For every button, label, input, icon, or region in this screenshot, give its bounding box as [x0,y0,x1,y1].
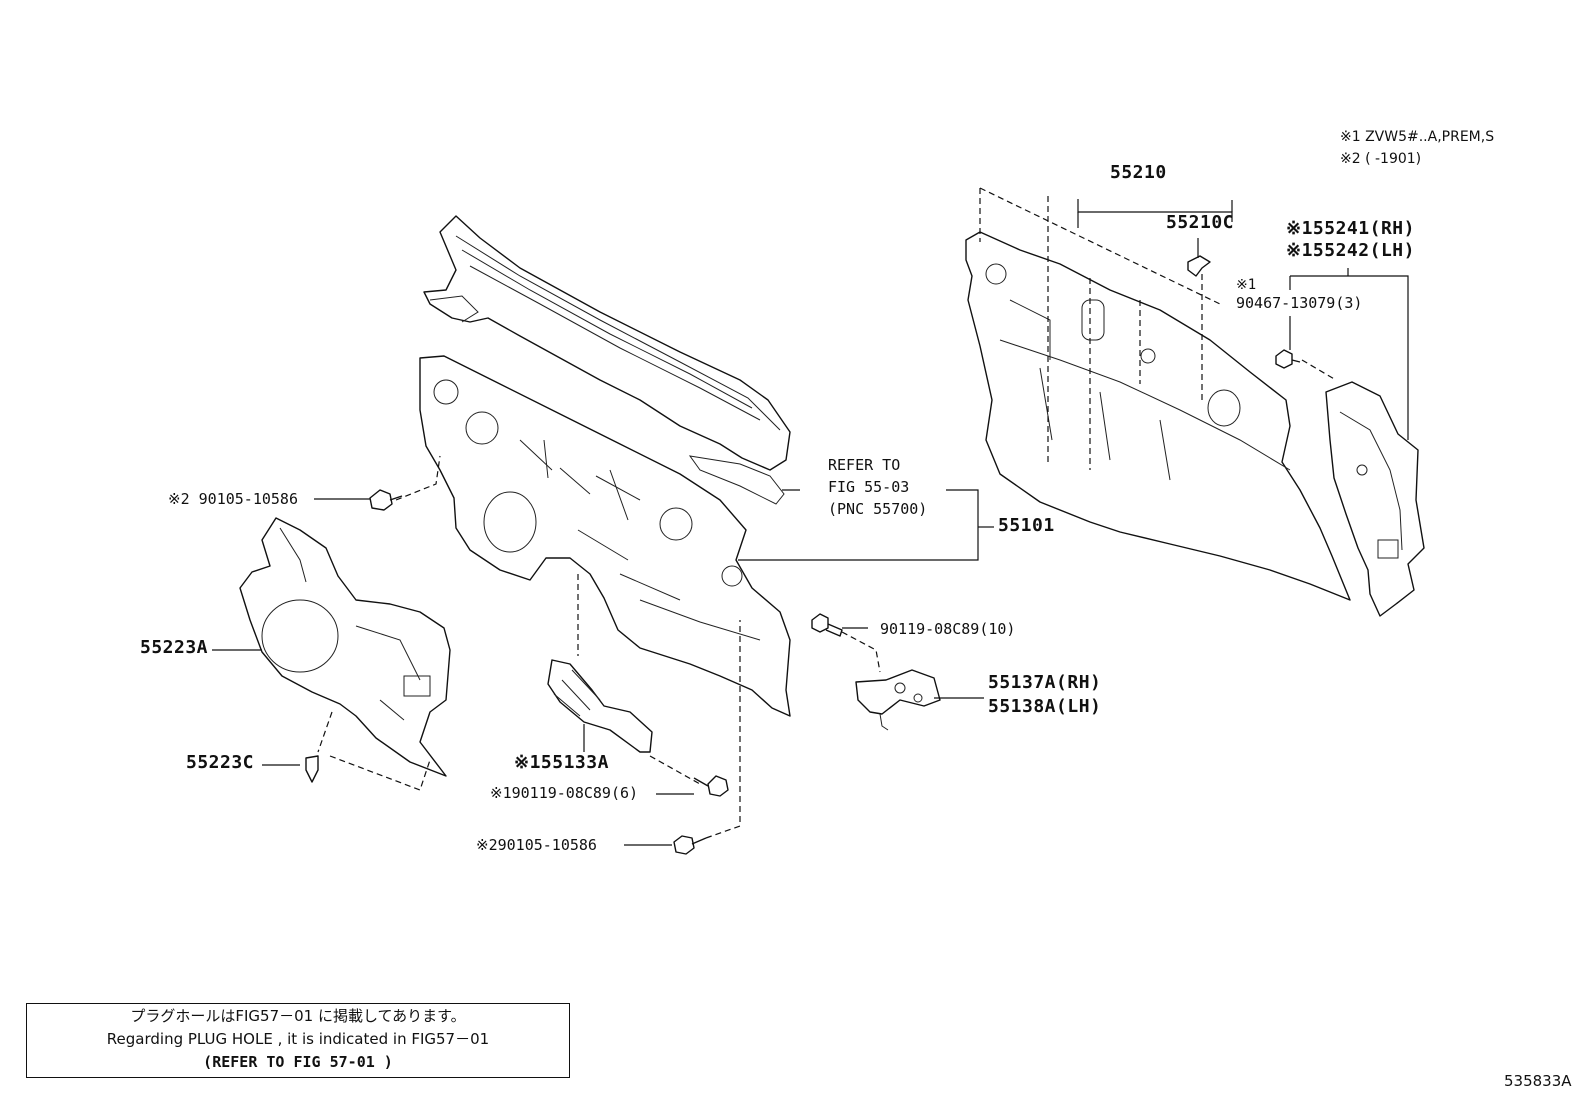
clip-55210c [1187,255,1211,277]
clip-55223c [305,755,319,783]
plug-note-line-2: Regarding PLUG HOLE , it is indicated in… [106,1030,490,1048]
label-90119-10[interactable]: 90119-08C89(10) [880,620,1016,638]
silencer-55210 [965,231,1351,601]
label-55133a[interactable]: ※155133A [514,752,609,773]
refer-line-2[interactable]: FIG 55-03 [828,478,910,496]
illustration-id: 535833A [1504,1072,1572,1090]
bracket-55133a [547,659,653,753]
label-55138a[interactable]: 55138A(LH) [988,696,1102,717]
bolt-90119-10 [811,613,843,637]
label-90467-mark: ※1 [1236,277,1257,293]
label-90105-bottom[interactable]: ※290105-10586 [476,836,597,854]
label-90105-top[interactable]: ※2 90105-10586 [168,490,298,508]
label-55223a[interactable]: 55223A [140,637,209,658]
label-55137a[interactable]: 55137A(RH) [988,672,1102,693]
variant-note-2: ※2 ( -1901) [1340,151,1422,167]
label-90467[interactable]: 90467-13079(3) [1236,294,1363,312]
label-55223c[interactable]: 55223C [186,752,255,773]
bolt-90105-bottom [673,835,707,855]
bracket-55137a [855,669,941,731]
label-55241[interactable]: ※155241(RH) [1286,218,1415,239]
label-55210[interactable]: 55210 [1110,162,1167,183]
label-55242[interactable]: ※155242(LH) [1286,240,1415,261]
dash-panel-55101 [419,355,791,717]
silencer-55241 [1325,381,1425,617]
insulator-55223a [239,517,451,777]
bolt-90105-top [369,489,403,511]
label-55210c[interactable]: 55210C [1166,212,1235,233]
variant-note-1: ※1 ZVW5#..A,PREM,S [1340,129,1495,145]
dashed-lines [317,187,1337,839]
plug-hole-note: プラグホールはFIG57－01 に掲載してあります。 Regarding PLU… [26,1003,570,1078]
leader-lines [212,199,1409,846]
refer-line-1: REFER TO [828,456,901,474]
cowl-top-panel [423,215,791,505]
plug-note-line-3[interactable]: (REFER TO FIG 57-01 ) [203,1053,393,1071]
screw-90467 [1275,349,1301,369]
label-55101[interactable]: 55101 [998,515,1055,536]
refer-line-3: (PNC 55700) [828,500,928,518]
plug-note-line-1: プラグホールはFIG57－01 に掲載してあります。 [130,1007,466,1025]
label-90119-6[interactable]: ※190119-08C89(6) [490,784,639,802]
bolt-90119-6 [693,775,729,797]
